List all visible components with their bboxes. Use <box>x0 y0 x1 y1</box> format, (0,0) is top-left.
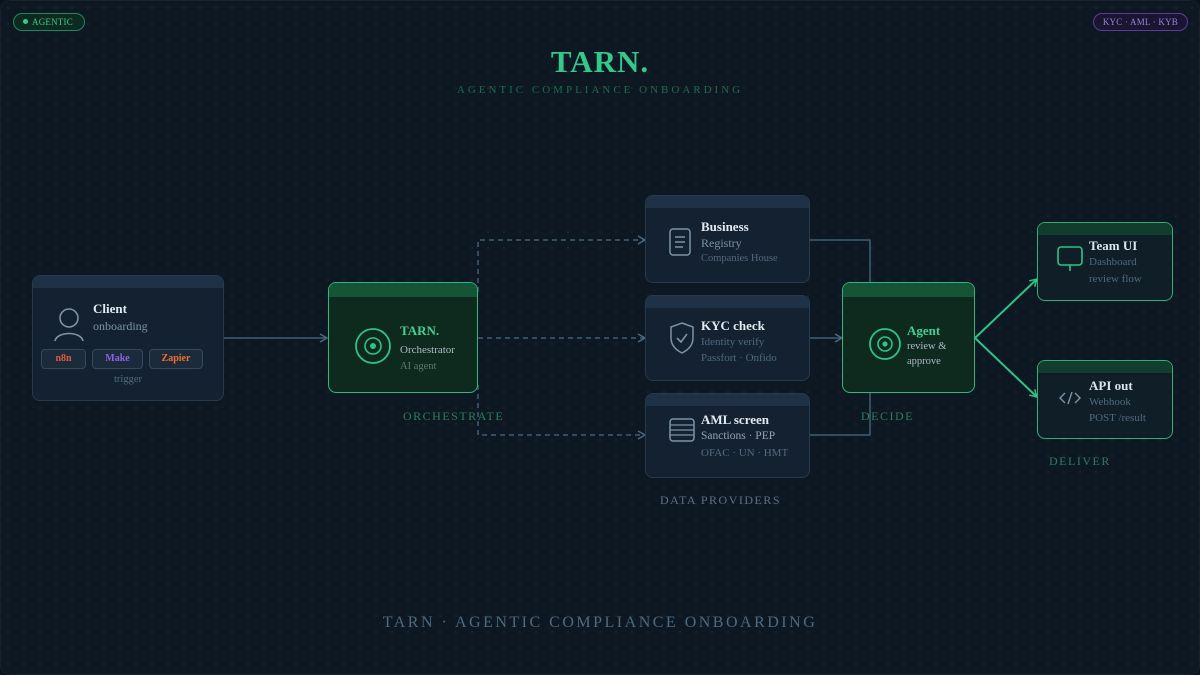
business-line1: Registry <box>701 236 742 250</box>
list-icon <box>669 418 695 442</box>
orchestrator-node-header <box>329 283 477 297</box>
team-ui-title: Team UI <box>1089 238 1138 253</box>
document-icon <box>669 228 691 256</box>
make-chip[interactable]: Make <box>92 349 143 369</box>
stage-label-orchestrate: ORCHESTRATE <box>403 409 505 423</box>
api-out-node[interactable]: API out Webhook POST /result <box>1037 360 1173 439</box>
aml-screen-node[interactable]: AML screen Sanctions · PEP OFAC · UN · H… <box>645 393 810 478</box>
orchestrator-to-aml-arrow <box>477 385 647 440</box>
api-out-title: API out <box>1089 378 1133 393</box>
agent-node[interactable]: Agent review & approve <box>842 282 975 393</box>
kyc-aml-kyb-badge: KYC · AML · KYB <box>1092 13 1188 31</box>
user-icon <box>54 308 84 342</box>
business-registry-node[interactable]: Business Registry Companies House <box>645 195 810 283</box>
api-out-line1: Webhook <box>1089 396 1131 408</box>
page-title: TARN. <box>550 44 650 79</box>
orchestrator-line2: AI agent <box>400 361 437 372</box>
business-to-agent-line <box>810 239 871 284</box>
kyc-line1: Identity verify <box>701 336 765 348</box>
target-icon <box>869 328 901 360</box>
aml-line2: OFAC · UN · HMT <box>701 447 789 459</box>
aml-line1: Sanctions · PEP <box>701 430 776 442</box>
api-out-line2: POST /result <box>1089 412 1146 424</box>
business-node-header <box>646 196 809 208</box>
client-node[interactable]: Client onboarding n8n Make Zapier trigge… <box>32 275 224 401</box>
stage-label-decide: DECIDE <box>861 409 914 423</box>
monitor-icon <box>1057 246 1083 271</box>
kyc-node-header <box>646 296 809 308</box>
kyc-check-node[interactable]: KYC check Identity verify Passfort · Onf… <box>645 295 810 381</box>
agent-line1: review & <box>907 341 947 352</box>
code-icon <box>1059 391 1081 405</box>
agent-to-team-ui-arrow <box>974 277 1039 339</box>
page-subtitle: AGENTIC COMPLIANCE ONBOARDING <box>456 84 744 96</box>
business-title: Business <box>701 219 749 234</box>
orchestrator-line1: Orchestrator <box>400 344 455 356</box>
aml-node-header <box>646 394 809 406</box>
agentic-badge: AGENTIC <box>13 13 85 31</box>
client-title: Client <box>93 301 127 316</box>
orchestrator-to-business-arrow <box>477 235 647 292</box>
agentic-badge-label: AGENTIC <box>32 17 73 27</box>
orchestrator-node[interactable]: TARN. Orchestrator AI agent <box>328 282 478 393</box>
kyc-title: KYC check <box>701 318 765 333</box>
zapier-chip[interactable]: Zapier <box>149 349 203 369</box>
client-subtitle: onboarding <box>93 319 148 333</box>
kyc-line2: Passfort · Onfido <box>701 352 777 364</box>
status-dot-icon <box>23 19 28 24</box>
team-ui-node-header <box>1038 223 1172 235</box>
agent-node-header <box>843 283 974 297</box>
footer-caption: TARN · AGENTIC COMPLIANCE ONBOARDING <box>382 614 818 631</box>
agent-to-api-out-arrow <box>974 337 1039 399</box>
stage-label-providers: DATA PROVIDERS <box>660 493 782 507</box>
api-out-node-header <box>1038 361 1172 373</box>
aml-title: AML screen <box>701 412 769 427</box>
team-ui-line1: Dashboard <box>1089 256 1137 268</box>
client-caption: trigger <box>114 374 142 385</box>
stage-label-deliver: DELIVER <box>1049 454 1111 468</box>
n8n-chip[interactable]: n8n <box>41 349 86 369</box>
aml-to-agent-line <box>810 392 871 436</box>
team-ui-line2: review flow <box>1089 273 1142 285</box>
target-icon <box>355 328 391 364</box>
shield-check-icon <box>670 322 694 354</box>
agent-line2: approve <box>907 356 941 367</box>
business-line2: Companies House <box>701 253 778 264</box>
orchestrator-title: TARN. <box>400 323 440 338</box>
client-node-header <box>33 276 223 288</box>
team-ui-node[interactable]: Team UI Dashboard review flow <box>1037 222 1173 301</box>
agent-title: Agent <box>907 323 941 338</box>
